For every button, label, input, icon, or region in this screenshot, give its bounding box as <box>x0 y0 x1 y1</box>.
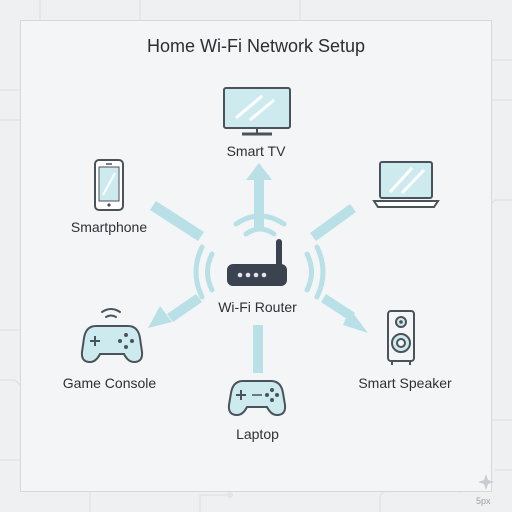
label-smart-tv: Smart TV <box>226 143 286 159</box>
label-smartphone: Smartphone <box>70 219 148 235</box>
game-controller-icon <box>80 325 144 364</box>
connector-bottom-device <box>253 325 263 373</box>
watermark-sparkle-icon <box>478 474 494 490</box>
connector-game-console <box>148 294 202 328</box>
label-smart-speaker: Smart Speaker <box>358 375 452 391</box>
diagram-title: Home Wi-Fi Network Setup <box>146 36 366 56</box>
bottom-controller-icon <box>227 380 287 417</box>
wifi-router-icon <box>227 239 287 286</box>
smartphone-icon <box>94 159 124 211</box>
connector-laptop <box>310 204 356 241</box>
router-signal-icon <box>193 213 326 300</box>
connector-smart-speaker <box>321 294 368 333</box>
smart-speaker-icon <box>387 310 415 365</box>
watermark-text: 5px <box>476 496 491 506</box>
smart-tv-icon <box>223 87 291 136</box>
console-signal-icon <box>101 308 121 318</box>
label-wifi-router: Wi-Fi Router <box>218 299 297 315</box>
connector-smart-tv <box>246 163 272 230</box>
laptop-icon <box>372 161 440 208</box>
label-game-console: Game Console <box>62 375 157 391</box>
connector-smartphone <box>150 201 204 241</box>
label-bottom-device: Laptop <box>236 426 279 442</box>
